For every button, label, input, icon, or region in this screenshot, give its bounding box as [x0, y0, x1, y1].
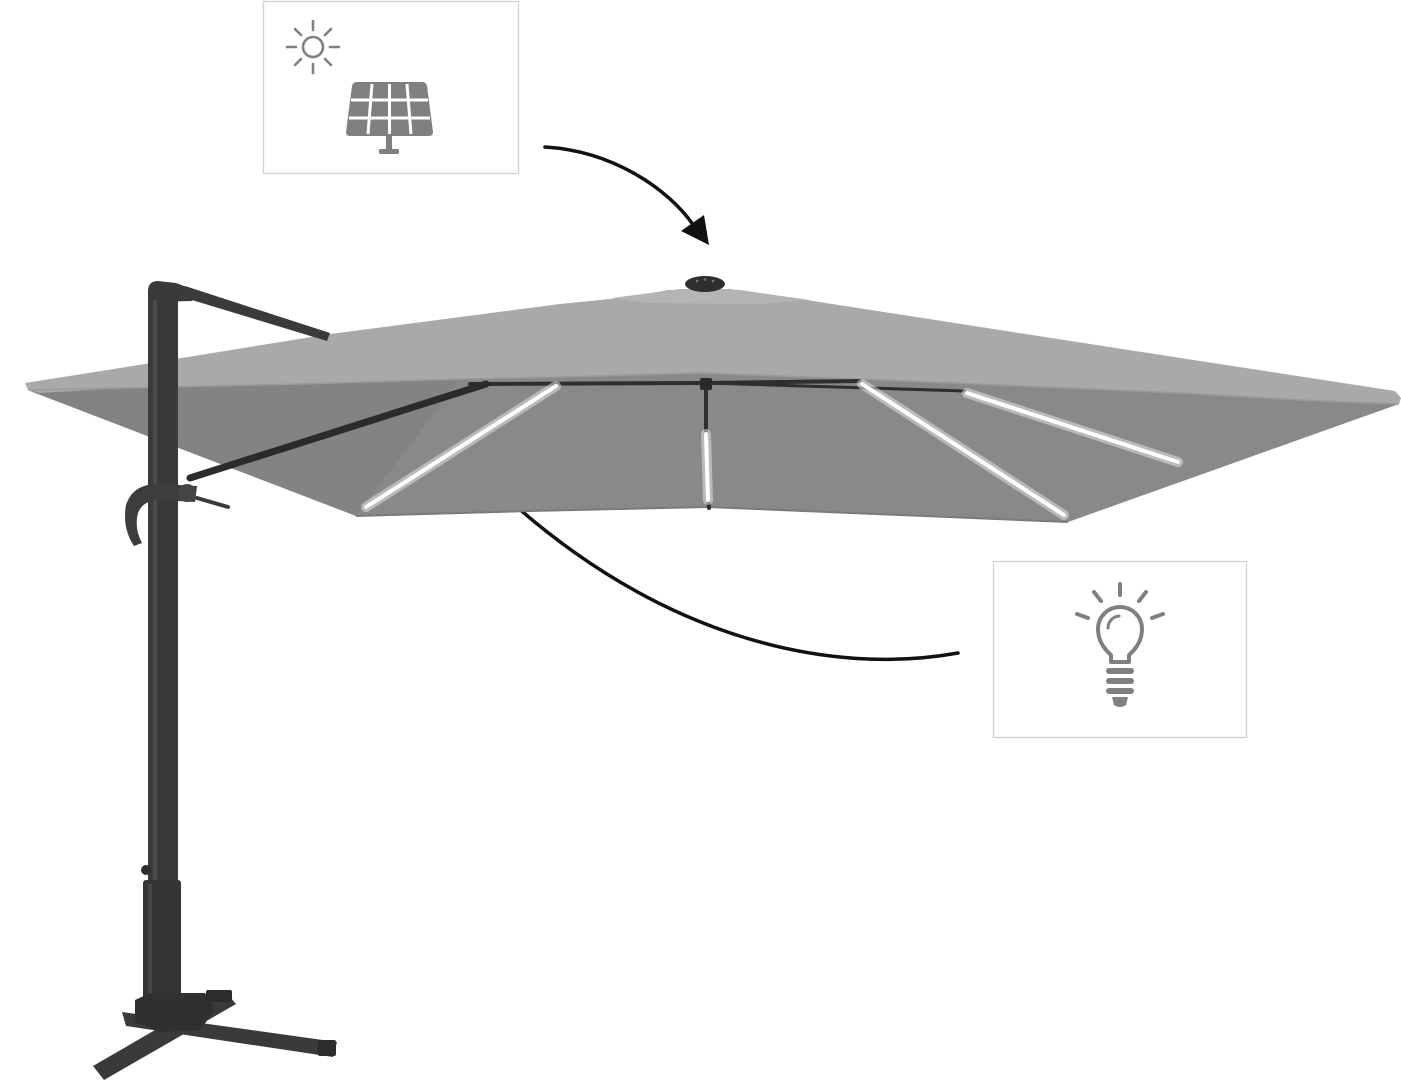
- led-strip: [857, 379, 1069, 520]
- pole-sleeve-highlight: [148, 884, 152, 1000]
- base-leg-cap: [318, 1040, 336, 1056]
- support-strut: [186, 380, 490, 482]
- canopy-edge: [27, 372, 1400, 405]
- solar-panel-grid: [349, 83, 430, 135]
- sun-ray: [293, 27, 303, 37]
- arrow-to-solar-cap: [543, 145, 709, 245]
- led-core: [704, 432, 710, 502]
- canopy-top: [25, 290, 1401, 404]
- led-core: [364, 384, 558, 509]
- sun-ray: [293, 57, 303, 67]
- sun-ray: [323, 57, 333, 67]
- solar-panel-foot: [379, 149, 399, 154]
- solar-cap-body: [685, 276, 725, 292]
- pole-lock-knob: [141, 865, 151, 875]
- bulb-thread: [1106, 688, 1134, 694]
- boom-arm: [182, 286, 330, 341]
- canopy-underside: [30, 373, 1399, 522]
- canopy-vent: [612, 289, 810, 304]
- base-leg-cap: [206, 990, 232, 1002]
- bulb-rays: [1075, 582, 1165, 620]
- light-bulb-icon: [1075, 582, 1165, 707]
- pole-lower-sleeve: [143, 880, 181, 1005]
- bulb-outline: [1096, 605, 1144, 664]
- crank-handle: [125, 483, 230, 546]
- solar-cap-cell: [695, 279, 699, 283]
- ribs: [468, 379, 967, 510]
- grid-line: [405, 83, 413, 135]
- led-strip: [962, 388, 1183, 467]
- bulb-glass: [1096, 605, 1144, 664]
- led-strip: [701, 429, 713, 505]
- bulb-ray: [1092, 590, 1103, 603]
- bulb-tip: [1112, 697, 1128, 707]
- solar-cap-cell: [711, 279, 715, 283]
- umbrella-canopy: [25, 276, 1401, 523]
- led-core: [965, 391, 1180, 464]
- arrow-shaft: [543, 145, 696, 228]
- led-core: [860, 382, 1066, 517]
- lighting-callout: [992, 560, 1248, 739]
- arrow-shaft: [496, 488, 960, 662]
- crank-knob: [178, 484, 196, 502]
- bulb-highlight: [1106, 614, 1121, 630]
- rib: [704, 381, 967, 393]
- sun-disc: [301, 35, 325, 59]
- sun-ray: [323, 27, 333, 37]
- bulb-base: [1106, 668, 1134, 707]
- led-strip: [361, 381, 561, 512]
- crank-lever: [195, 496, 230, 509]
- bulb-thread: [1106, 668, 1134, 674]
- bulb-ray: [1137, 590, 1148, 603]
- bulb-ray: [1150, 612, 1165, 620]
- sun-icon: [285, 19, 341, 75]
- solar-cap-cell: [703, 278, 707, 281]
- canopy-underside-shade: [30, 379, 460, 516]
- solar-callout: [262, 0, 520, 175]
- grid-line: [366, 83, 374, 135]
- umbrella-frame: [93, 281, 490, 1080]
- cross-base: [93, 990, 337, 1080]
- arrow-head: [681, 215, 709, 245]
- rib: [468, 381, 708, 386]
- bulb-thread: [1106, 678, 1134, 684]
- solar-panel-icon: [346, 82, 433, 154]
- solar-cap: [685, 276, 725, 292]
- base-hub: [135, 993, 215, 1032]
- pole-highlight: [153, 300, 157, 1000]
- crank-housing: [125, 483, 197, 546]
- rib-hub: [700, 378, 712, 390]
- bulb-ray: [1075, 612, 1090, 620]
- solar-panel-stand: [386, 136, 392, 150]
- led-strips: [361, 379, 1183, 520]
